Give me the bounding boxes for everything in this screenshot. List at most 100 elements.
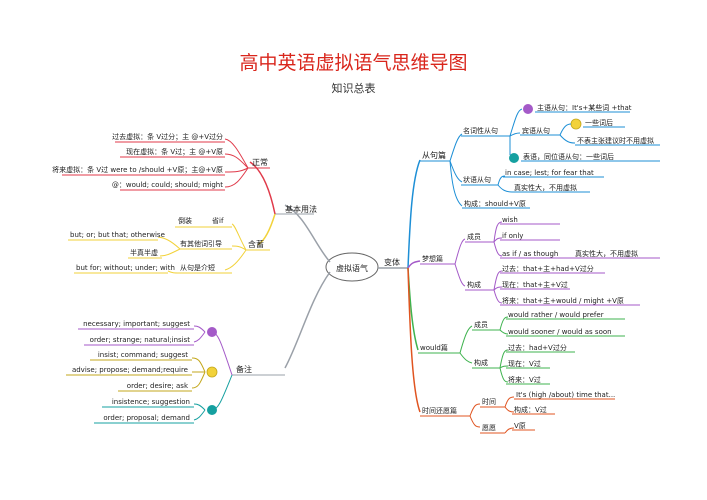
would-member-1: would rather / would prefer	[508, 311, 604, 319]
hanxu-sub4-note: but for; without; under; with	[76, 264, 175, 272]
zhuangyu-item-link-1	[497, 175, 506, 186]
number-3-icon	[509, 153, 519, 163]
mx-chengyuan-link	[454, 238, 466, 265]
mx-member-3: as if / as though	[502, 250, 558, 258]
mx-form-link-3	[493, 289, 503, 304]
mx-member-link-1	[493, 221, 503, 243]
zhuangyu-item-2: 真实性大，不用虚拟	[514, 183, 577, 192]
mx-form-2: 现在：that+主+V过	[502, 280, 568, 289]
would-label: would篇	[420, 343, 448, 352]
zhenshi-label: 正常	[252, 158, 268, 167]
branch-shijian	[407, 267, 421, 413]
zhenshi-link-3	[224, 167, 249, 173]
branch-basic	[284, 204, 331, 263]
variant-label: 变体	[384, 257, 400, 267]
would-goucheng: 构成	[474, 358, 488, 367]
hanxu-label: 含蓄	[248, 239, 264, 249]
notes-g1-link-b	[193, 331, 206, 343]
would-member-2: would sooner / would as soon	[508, 328, 612, 336]
biaoyu-label: 宾语从句	[522, 126, 550, 135]
biaoyu-item-2: 不表主张建议时不用虚拟	[577, 136, 654, 145]
number-3-icon	[207, 405, 217, 415]
notes-g1-item-1: necessary; important; suggest	[83, 320, 190, 328]
zhuangyu-label: 状语从句	[463, 175, 491, 184]
number-2-icon	[206, 366, 218, 378]
hanxu-sub4: 从句是介短	[180, 263, 215, 272]
mingci-link	[449, 133, 463, 162]
would-form-link-2	[499, 365, 509, 369]
mx-form-link-2	[493, 286, 503, 291]
mx-form-3: 将来：that+主+would / might +V原	[502, 296, 624, 305]
branch-zhenshi	[249, 161, 276, 215]
mx-goucheng-link	[454, 263, 466, 287]
number-2-icon	[570, 118, 582, 130]
mind-map-title: 高中英语虚拟语气思维导图	[239, 52, 468, 74]
hanxu-sub4-link	[167, 270, 181, 274]
branch-mengxiang	[407, 260, 421, 269]
mx-goucheng: 构成	[467, 280, 481, 289]
biaoyu-item-1: 一些词后	[585, 118, 613, 127]
shijian2-label: 时间	[482, 397, 496, 406]
hanxu-link-1	[231, 223, 247, 251]
mind-map-subtitle: 知识总表	[331, 82, 376, 95]
biaoyu2-label: 表语，同位语从句：一些词后	[523, 152, 614, 161]
mengxiang-label: 梦想篇	[422, 254, 443, 263]
notes-g3-link-b	[193, 409, 206, 421]
would-form-1: 过去：had+V过分	[508, 343, 567, 352]
hanxu-sub2-link	[157, 236, 181, 250]
hanxu-sub3: 半真半虚	[130, 248, 158, 257]
biaoyu-item-link-1	[559, 123, 572, 136]
would-goucheng-link	[459, 352, 473, 364]
mx-member-link-3	[493, 241, 503, 257]
notes-g2-item-1: insist; command; suggest	[98, 351, 188, 359]
zhuangyu-item-1: in case; lest; for fear that	[505, 169, 594, 177]
basic-label: 基本用法	[285, 204, 317, 214]
zhenshi-link-2	[224, 153, 249, 169]
number-1-icon	[523, 104, 533, 114]
mx-form-link-1	[493, 270, 503, 291]
mingci-subj: 主语从句：It's+某些词 +that	[537, 103, 632, 112]
biaoyu-item-link-2	[559, 134, 576, 144]
would-form-link-3	[499, 367, 509, 383]
hanxu-link-2	[231, 245, 247, 251]
time-item-link-1	[504, 396, 515, 408]
mx-as-if-note: 真实性大，不用虚拟	[575, 249, 638, 258]
mx-member-link-2	[493, 237, 503, 243]
zhenshi-item-3: 将来虚拟：条 V过 were to /should +V原；主@+V原	[52, 165, 223, 174]
notes-g2-link-a	[191, 357, 206, 373]
shijian2-link	[469, 403, 481, 417]
yuanwang-link	[469, 415, 481, 428]
notes-label: 备注	[236, 364, 252, 374]
number-1-icon	[207, 327, 217, 337]
notes-g1-item-2: order; strange; natural;insist	[90, 336, 191, 344]
notes-g2-item-3: order; desire; ask	[127, 382, 189, 390]
center-node[interactable]	[325, 252, 379, 282]
time-item-link-2	[504, 406, 515, 413]
zhenshi-item-2: 现在虚拟：条 V过；主 @+V原	[126, 147, 223, 156]
hanxu-sub3-link	[159, 248, 181, 257]
yuanwang-item-link	[504, 427, 515, 434]
zhuangyu-item-link-2	[497, 184, 513, 193]
yuanwang-label: 愿愿	[482, 424, 496, 432]
would-form-3: 将来：V过	[508, 375, 541, 384]
would-member-link-2	[499, 329, 509, 335]
congju-goucheng: 构成：should+V原	[464, 199, 526, 208]
notes-g3-item-1: insistence; suggestion	[112, 398, 190, 406]
would-member-link-1	[499, 316, 509, 331]
notes-g2-item-2: advise; propose; demand;require	[72, 366, 188, 374]
zhenshi-item-1: 过去虚拟：条 V过分；主 @+V过分	[112, 132, 223, 141]
notes-g3-item-2: order; proposal; demand	[103, 414, 190, 422]
mx-form-1: 过去：that+主+had+V过分	[502, 264, 594, 273]
notes-g2-link-c	[191, 371, 206, 389]
mingci-subj-link	[509, 108, 523, 137]
would-chengyuan-link	[459, 325, 473, 354]
notes-g1-link-a	[193, 325, 206, 333]
hanxu-sub1-note: 省if	[212, 216, 224, 225]
notes-g3-link	[211, 374, 233, 411]
hanxu-sub1: 倒装	[178, 216, 192, 225]
center-label: 虚拟语气	[336, 263, 368, 273]
branch-notes	[284, 271, 331, 369]
time-item-1: It's (high /about) time that...	[516, 391, 615, 399]
would-chengyuan: 成员	[474, 320, 488, 329]
time-item-2: 构成：V过	[514, 405, 547, 414]
